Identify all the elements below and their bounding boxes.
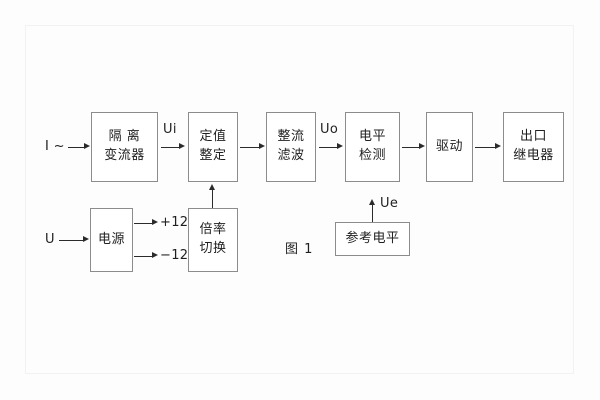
figure-frame xyxy=(25,25,574,374)
arrowhead-uo xyxy=(337,143,343,149)
block-drive[interactable]: 驱动 xyxy=(426,112,473,182)
block-output-relay[interactable]: 出口 继电器 xyxy=(503,112,564,182)
connector-level-to-drive xyxy=(402,147,420,148)
arrowhead-ratio-to-setting xyxy=(209,184,215,190)
block-ratio-switch[interactable]: 倍率 切换 xyxy=(188,208,238,272)
signal-uo-label: Uo xyxy=(320,122,339,137)
connector-ratio-to-setting xyxy=(212,190,213,208)
block-output-relay-line2: 继电器 xyxy=(513,148,554,163)
input-current-label: I ~ xyxy=(45,139,65,154)
arrowhead-rail-positive xyxy=(152,219,158,225)
connector-rail-negative xyxy=(134,256,153,257)
rail-positive-label: +12V xyxy=(160,215,198,230)
connector-setting-to-rectify xyxy=(240,147,260,148)
input-voltage-label: U xyxy=(45,232,55,247)
connector-ui xyxy=(161,147,180,148)
block-setting-value-line2: 整定 xyxy=(199,148,227,163)
arrowhead-ui xyxy=(179,143,185,149)
connector-input-current xyxy=(68,147,85,148)
connector-uo xyxy=(319,147,338,148)
arrowhead-setting-to-rectify xyxy=(259,143,265,149)
block-power-supply-line1: 电源 xyxy=(97,231,125,247)
arrowhead-level-to-drive xyxy=(419,143,425,149)
block-rectify-filter-line2: 滤波 xyxy=(277,148,305,163)
block-drive-line1: 驱动 xyxy=(435,138,463,154)
block-reference-level[interactable]: 参考电平 xyxy=(335,222,410,256)
block-rectify-filter[interactable]: 整流 滤波 xyxy=(266,112,316,182)
arrowhead-rail-negative xyxy=(152,252,158,258)
arrowhead-input-voltage xyxy=(83,236,89,242)
figure-caption: 图 1 xyxy=(285,242,314,257)
block-power-supply[interactable]: 电源 xyxy=(90,208,133,272)
block-ratio-switch-line1: 倍率 xyxy=(199,222,227,238)
block-ratio-switch-line2: 切换 xyxy=(199,241,227,256)
signal-ui-label: Ui xyxy=(163,122,177,137)
block-reference-level-line1: 参考电平 xyxy=(345,230,400,246)
block-output-relay-line1: 出口 xyxy=(519,129,547,145)
connector-rail-positive xyxy=(134,223,153,224)
connector-drive-to-relay xyxy=(475,147,496,148)
rail-negative-label: −12V xyxy=(160,248,198,263)
block-level-detect-line2: 检测 xyxy=(358,148,386,163)
arrowhead-drive-to-relay xyxy=(495,143,501,149)
block-isolation-ct-line1: 隔 离 xyxy=(108,129,141,145)
block-setting-value[interactable]: 定值 整定 xyxy=(188,112,238,182)
block-isolation-ct[interactable]: 隔 离 变流器 xyxy=(91,112,158,182)
connector-reference-to-level xyxy=(372,205,373,222)
block-level-detect[interactable]: 电平 检测 xyxy=(345,112,400,182)
block-level-detect-line1: 电平 xyxy=(358,129,386,145)
signal-ue-label: Ue xyxy=(380,196,399,211)
block-isolation-ct-line2: 变流器 xyxy=(104,148,145,163)
block-setting-value-line1: 定值 xyxy=(199,129,227,145)
arrowhead-reference-to-level xyxy=(369,199,375,205)
connector-input-voltage xyxy=(59,240,84,241)
block-rectify-filter-line1: 整流 xyxy=(277,129,305,145)
arrowhead-input-current xyxy=(84,143,90,149)
